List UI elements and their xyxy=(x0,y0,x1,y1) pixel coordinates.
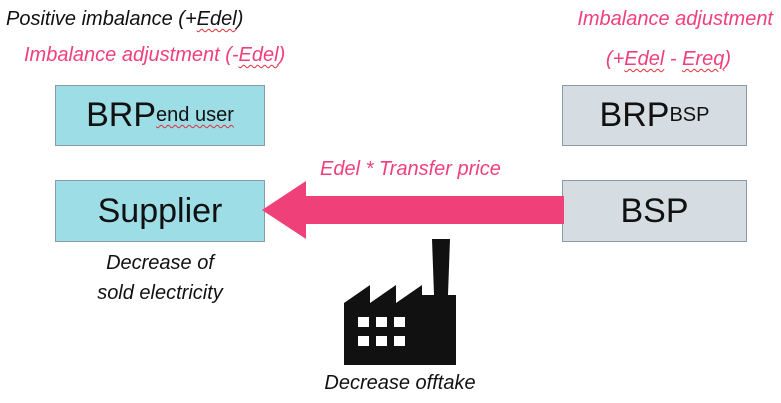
supplier-note-line2: sold electricity xyxy=(97,282,223,304)
brp-bsp-main: BRP xyxy=(599,96,670,134)
imbalance-adjustment-right-label: Imbalance adjustment xyxy=(577,8,773,30)
transfer-price-label: Edel * Transfer price xyxy=(320,158,501,180)
imbalance-adjustment-formula: (+Edel - Ereq) xyxy=(605,48,731,70)
transfer-arrow-shape xyxy=(262,181,564,239)
transfer-arrow xyxy=(262,181,564,239)
brp-bsp-subscript: BSP xyxy=(669,104,710,126)
positive-imbalance-label: Positive imbalance (+Edel) xyxy=(6,8,244,30)
supplier-label: Supplier xyxy=(97,191,223,230)
imbalance-adjustment-left-label: Imbalance adjustment (-Edel) xyxy=(24,44,286,66)
factory-icon xyxy=(344,239,456,365)
brp-end-user-main: BRP xyxy=(86,96,157,134)
brp-end-user-subscript: end user xyxy=(156,104,234,126)
factory-caption: Decrease offtake xyxy=(324,372,476,394)
supplier-box: Supplier xyxy=(55,180,265,242)
supplier-note: Decrease of sold electricity xyxy=(70,248,250,308)
supplier-note-line1: Decrease of xyxy=(106,252,214,274)
bsp-label: BSP xyxy=(620,191,689,230)
bsp-box: BSP xyxy=(562,180,747,242)
